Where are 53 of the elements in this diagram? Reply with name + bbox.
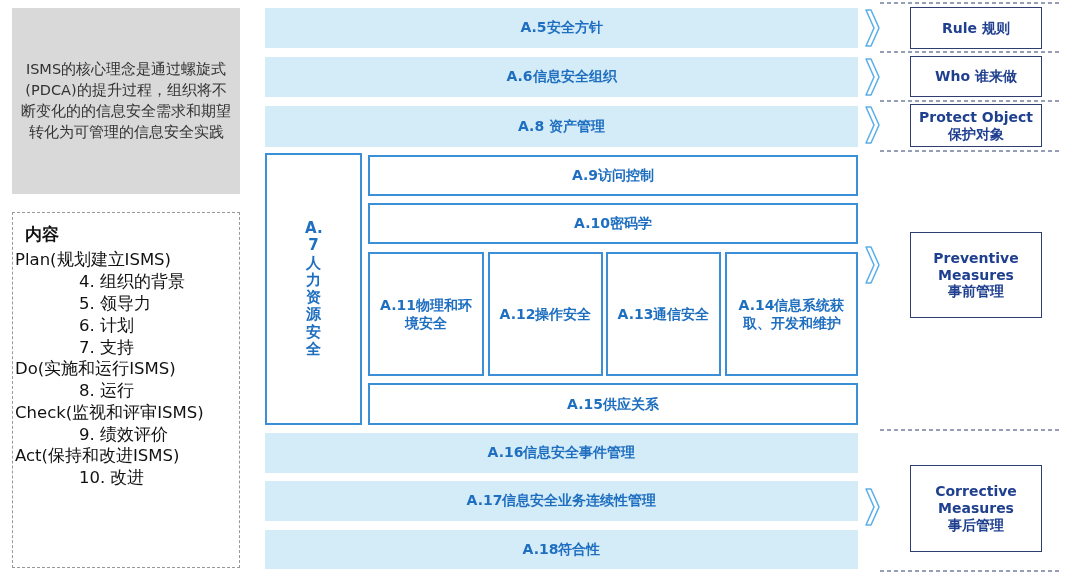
box-label: A.8 资产管理 — [518, 117, 605, 136]
list-item: 7. 支持 — [78, 336, 134, 359]
category-box — [910, 465, 1042, 552]
list-item: Act(保持和改进ISMS) — [15, 445, 180, 468]
note-text: ISMS的核心理念是通过螺旋式(PDCA)的提升过程，组织将不断变化的的信息安全需求和期望转化为可管理的信息安全实践 — [20, 59, 232, 142]
list-item: Plan(规划建立ISMS) — [15, 249, 172, 272]
box-label: A.13通信安全 — [617, 304, 710, 324]
clause-band — [265, 481, 858, 521]
category-box — [910, 56, 1042, 97]
list-item: 8. 运行 — [78, 380, 134, 402]
box-label: A.15供应关系 — [567, 394, 659, 414]
list-item: Do(实施和运行ISMS) — [15, 358, 176, 381]
box-label: A.17信息安全业务连续性管理 — [466, 492, 657, 510]
clause-box — [606, 252, 721, 376]
clause-box — [368, 203, 858, 244]
box-label: A.12操作安全 — [499, 304, 592, 324]
box-label: Rule 规则 — [942, 19, 1010, 37]
clause-box — [488, 252, 603, 376]
box-label: Protect Object 保护对象 — [917, 108, 1034, 143]
clause-box — [725, 252, 858, 376]
box-label: Who 谁来做 — [935, 68, 1017, 85]
box-label: A.7人力资源安全 — [305, 220, 322, 358]
box-label: A.18符合性 — [522, 540, 601, 559]
category-box — [910, 104, 1042, 147]
list-item: 6. 计划 — [78, 314, 134, 337]
clause-box — [368, 155, 858, 196]
box-label: A.16信息安全事件管理 — [487, 444, 636, 462]
box-label: A.11物理和环境安全 — [380, 295, 472, 333]
box-label: A.6信息安全组织 — [506, 68, 617, 86]
list-item: 10. 改进 — [78, 467, 145, 489]
box-label: A.14信息系统获取、开发和维护 — [737, 295, 846, 333]
list-item: 5. 领导力 — [78, 292, 151, 315]
clause-band — [265, 106, 858, 147]
note-box — [12, 8, 240, 194]
category-box — [910, 7, 1042, 49]
clause-band — [265, 433, 858, 473]
list-item: 4. 组织的背景 — [78, 271, 185, 293]
clause-band — [265, 530, 858, 569]
clause-band — [265, 8, 858, 48]
list-item: 9. 绩效评价 — [78, 423, 168, 446]
clause-box — [368, 383, 858, 425]
list-item: Check(监视和评审ISMS) — [15, 401, 204, 424]
box-label: Preventive Measures 事前管理 — [932, 249, 1020, 301]
box-label: A.9访问控制 — [571, 166, 655, 185]
category-box — [910, 232, 1042, 318]
heading: 内容 — [24, 223, 59, 246]
box-label: Corrective Measures 事后管理 — [934, 483, 1018, 534]
clause-box — [368, 252, 484, 376]
clause-band — [265, 57, 858, 97]
content-box — [12, 212, 240, 568]
box-label: A.10密码学 — [574, 214, 652, 233]
box-label: A.5安全方针 — [520, 19, 603, 37]
clause-box — [265, 153, 362, 425]
